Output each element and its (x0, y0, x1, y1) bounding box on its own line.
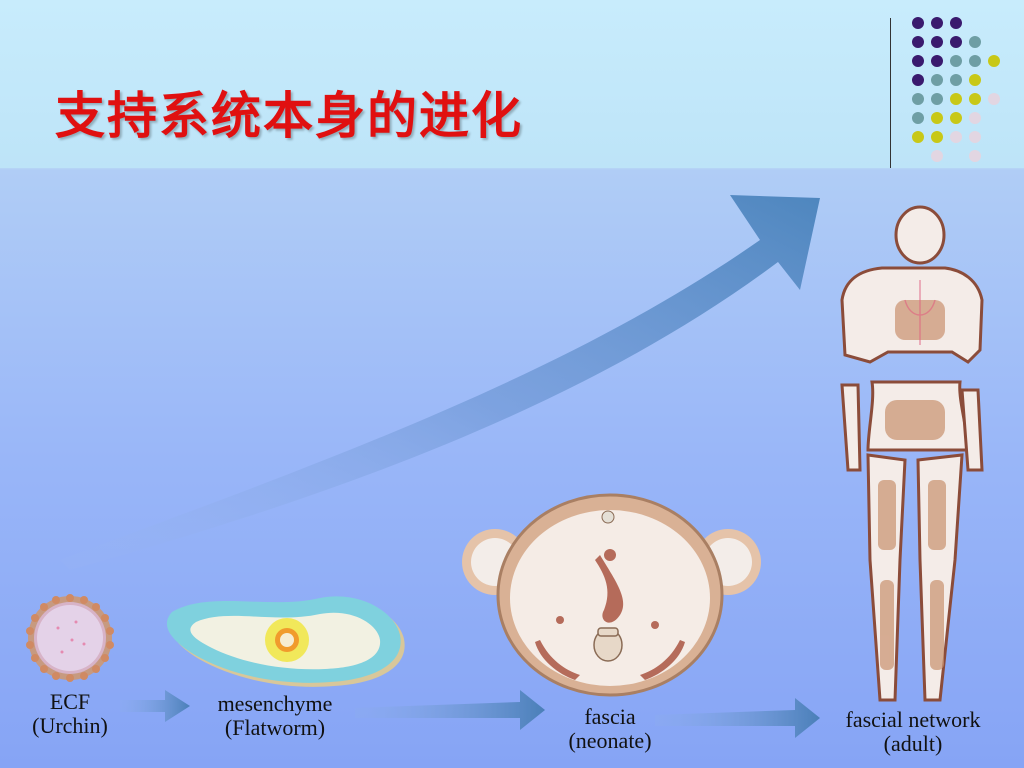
stage-label-mesenchyme: mesenchyme (Flatworm) (190, 692, 360, 740)
header-divider (890, 18, 891, 168)
stage-name: fascial network (845, 707, 981, 732)
stage-organism: (neonate) (568, 728, 652, 753)
stage-organism: (Flatworm) (224, 715, 326, 740)
step-arrow-1 (120, 690, 190, 722)
stage-label-ecf: ECF (Urchin) (10, 690, 130, 738)
stage-name: mesenchyme (217, 691, 333, 716)
growth-curve-arrow (60, 195, 820, 570)
stage-label-fascial-network: fascial network (adult) (818, 708, 1008, 756)
stage-label-fascia: fascia (neonate) (535, 705, 685, 753)
stage-organism: (adult) (883, 731, 943, 756)
decorative-dot-grid (912, 17, 1000, 162)
stage-name: ECF (49, 689, 91, 714)
stage-name: fascia (584, 704, 636, 729)
step-arrow-3 (655, 698, 820, 738)
slide-title: 支持系统本身的进化 (55, 87, 523, 145)
header-band (0, 0, 1024, 168)
step-arrow-2 (355, 690, 545, 730)
stage-organism: (Urchin) (32, 713, 108, 738)
